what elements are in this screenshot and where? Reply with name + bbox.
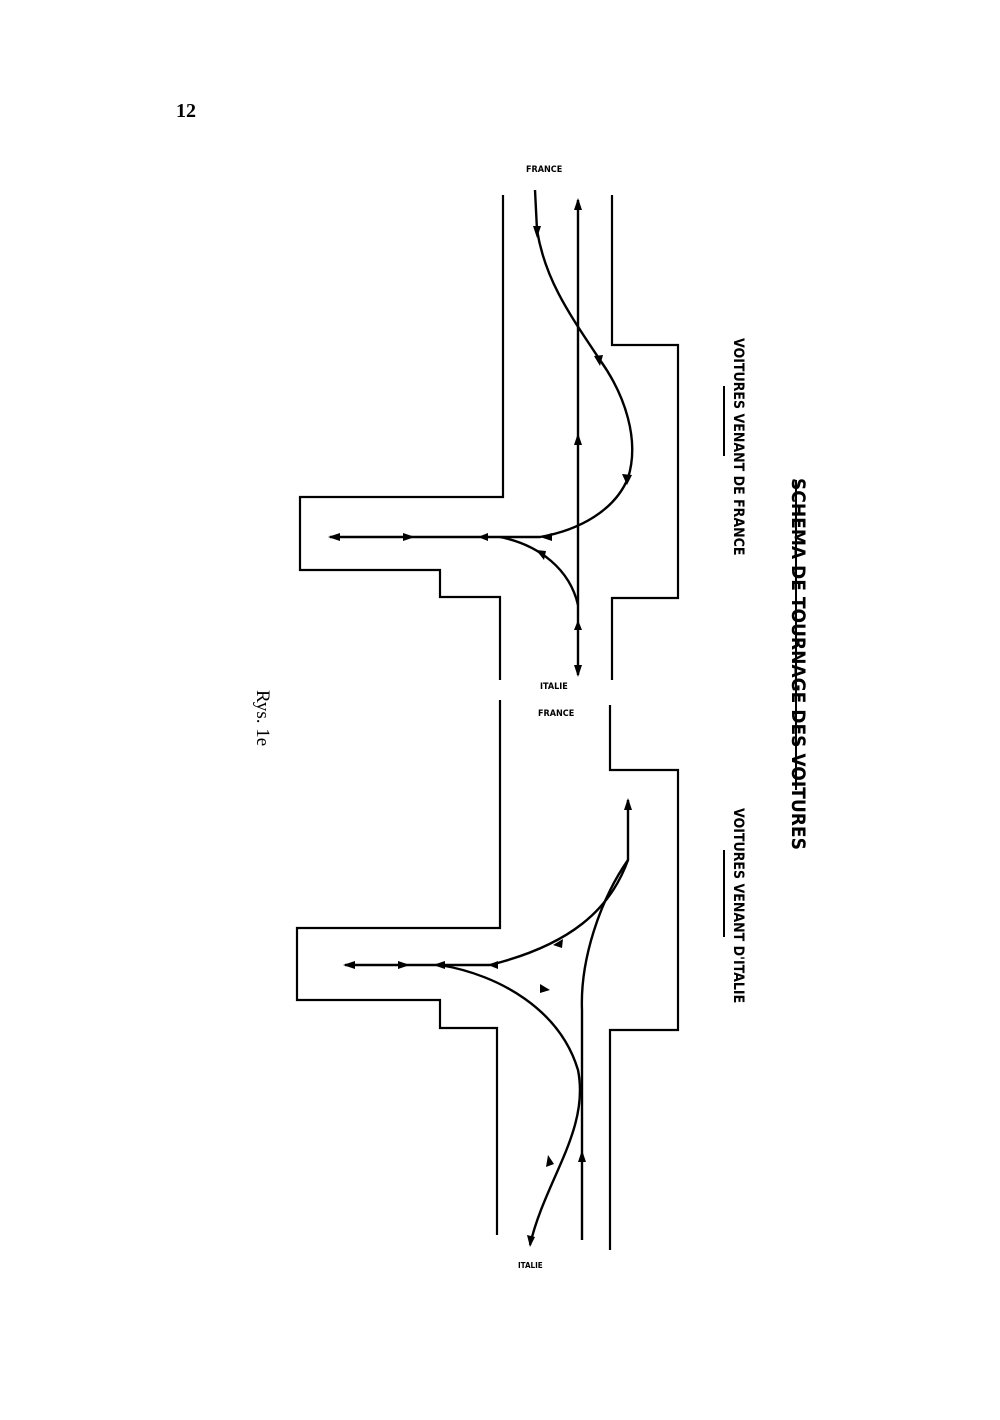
page-number: 12 (176, 100, 196, 122)
top-branch-path (499, 535, 580, 606)
bottom-label-france: FRANCE (538, 709, 574, 719)
top-turn-path (330, 189, 634, 539)
bottom-road-layout: FRANCE ITALIE (295, 700, 680, 1270)
top-road-layout: FRANCE ITALIE (298, 165, 680, 692)
top-label-italie: ITALIE (540, 682, 568, 692)
bottom-branch-path (439, 963, 582, 1246)
bottom-right-wall (608, 705, 680, 1250)
figure-caption: Rys. 1e (252, 690, 273, 746)
top-left-wall (298, 195, 505, 680)
bottom-left-wall (295, 700, 502, 1235)
bottom-straight-lane (580, 800, 630, 1240)
heading-from-italy: VOITURES VENANT D'ITALIE (730, 808, 746, 1003)
bottom-turn-path (345, 859, 630, 967)
top-label-france: FRANCE (526, 165, 562, 175)
bottom-label-italie: ITALIE (518, 1261, 543, 1270)
diagram-title: SCHEMA DE TOURNAGE DES VOITURES (787, 478, 809, 850)
heading-from-france: VOITURES VENANT DE FRANCE (730, 338, 746, 556)
top-right-wall (610, 195, 680, 680)
